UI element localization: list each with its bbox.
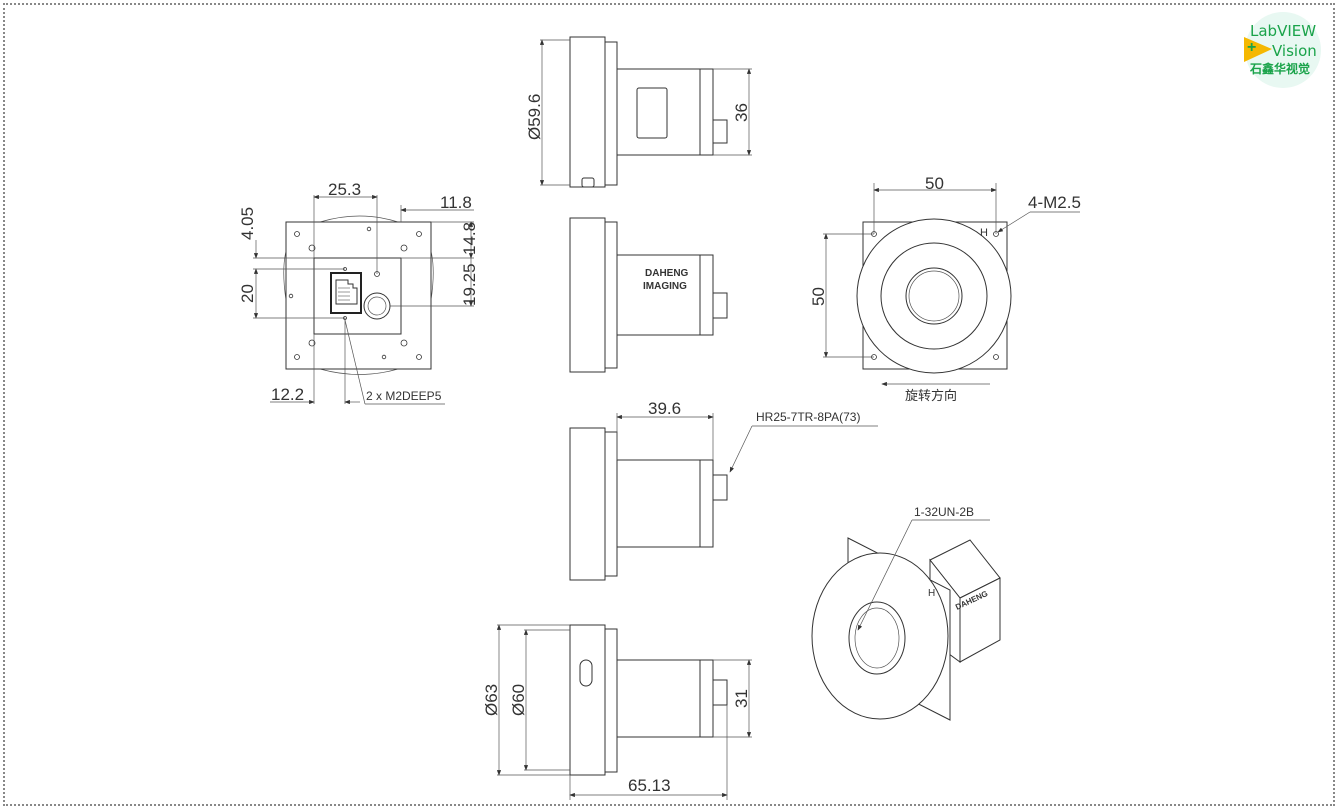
svg-text:50: 50 bbox=[809, 287, 828, 306]
svg-text:LabVIEW: LabVIEW bbox=[1250, 22, 1316, 40]
svg-text:11.8: 11.8 bbox=[440, 193, 472, 212]
svg-text:50: 50 bbox=[925, 174, 944, 193]
bottom-view: Ø63 Ø60 31 65.13 bbox=[482, 624, 752, 800]
side-view-lower: 39.6 HR25-7TR-8PA(73) bbox=[569, 399, 878, 581]
svg-text:20: 20 bbox=[238, 284, 257, 303]
svg-text:Vision: Vision bbox=[1272, 42, 1317, 60]
svg-text:Ø63: Ø63 bbox=[482, 684, 501, 716]
svg-text:石鑫华视觉: 石鑫华视觉 bbox=[1249, 61, 1310, 76]
drawing-border bbox=[3, 3, 1335, 806]
back-view: 25.3 11.8 4.05 14.8 19.25 20 12.2 2 x M2… bbox=[238, 180, 479, 405]
svg-text:旋转方向: 旋转方向 bbox=[905, 388, 957, 403]
svg-text:4.05: 4.05 bbox=[238, 207, 257, 240]
svg-text:65.13: 65.13 bbox=[628, 776, 671, 795]
isometric-view: DAHENG H 1-32UN-2B bbox=[811, 505, 1001, 721]
svg-text:+: + bbox=[1247, 39, 1256, 56]
side-view-top: Ø59.6 36 bbox=[525, 36, 752, 188]
svg-text:HR25-7TR-8PA(73): HR25-7TR-8PA(73) bbox=[756, 410, 860, 424]
svg-text:H: H bbox=[928, 588, 935, 599]
labview-vision-logo: LabVIEW + Vision 石鑫华视觉 bbox=[1244, 12, 1321, 88]
side-view-middle: DAHENG IMAGING bbox=[569, 217, 728, 373]
svg-text:25.3: 25.3 bbox=[328, 180, 361, 199]
svg-text:31: 31 bbox=[732, 689, 751, 708]
svg-text:4-M2.5: 4-M2.5 bbox=[1028, 193, 1081, 212]
svg-text:12.2: 12.2 bbox=[271, 385, 304, 404]
svg-text:IMAGING: IMAGING bbox=[643, 281, 687, 292]
svg-text:DAHENG: DAHENG bbox=[645, 268, 689, 279]
svg-text:H: H bbox=[980, 227, 988, 239]
front-view: H 50 50 4-M2.5 旋转方向 bbox=[809, 174, 1081, 403]
svg-text:2 x M2DEEP5: 2 x M2DEEP5 bbox=[366, 389, 442, 403]
svg-text:39.6: 39.6 bbox=[648, 399, 681, 418]
svg-text:Ø59.6: Ø59.6 bbox=[525, 94, 544, 140]
svg-text:19.25: 19.25 bbox=[460, 263, 479, 306]
svg-text:1-32UN-2B: 1-32UN-2B bbox=[914, 505, 974, 519]
svg-text:Ø60: Ø60 bbox=[509, 684, 528, 716]
svg-text:14.8: 14.8 bbox=[460, 222, 479, 255]
svg-text:36: 36 bbox=[732, 103, 751, 122]
